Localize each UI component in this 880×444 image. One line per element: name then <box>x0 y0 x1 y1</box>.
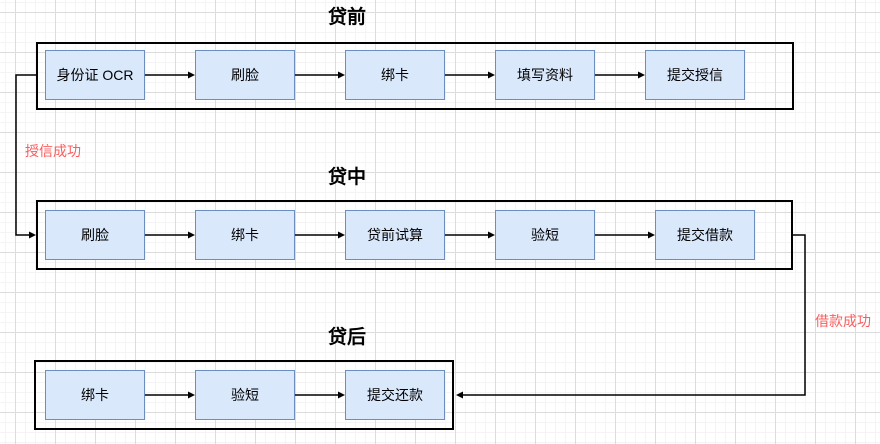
step-submit-credit[interactable]: 提交授信 <box>645 50 745 100</box>
step-loan-trial[interactable]: 贷前试算 <box>345 210 445 260</box>
step-id-ocr[interactable]: 身份证 OCR <box>45 50 145 100</box>
step-bind-card-post[interactable]: 绑卡 <box>45 370 145 420</box>
edge-label-loan-success[interactable]: 借款成功 <box>815 313 871 329</box>
step-face-scan-mid[interactable]: 刷脸 <box>45 210 145 260</box>
step-bind-card-mid[interactable]: 绑卡 <box>195 210 295 260</box>
step-sms-verify-mid[interactable]: 验短 <box>495 210 595 260</box>
step-submit-loan[interactable]: 提交借款 <box>655 210 755 260</box>
container-post-loan[interactable] <box>34 360 454 430</box>
edge-label-credit-success[interactable]: 授信成功 <box>25 143 81 159</box>
step-sms-verify-post[interactable]: 验短 <box>195 370 295 420</box>
section-title-mid-loan[interactable]: 贷中 <box>328 167 367 188</box>
section-title-pre-loan[interactable]: 贷前 <box>328 7 367 28</box>
step-submit-repay[interactable]: 提交还款 <box>345 370 445 420</box>
step-bind-card-pre[interactable]: 绑卡 <box>345 50 445 100</box>
section-title-post-loan[interactable]: 贷后 <box>328 327 367 348</box>
step-fill-info[interactable]: 填写资料 <box>495 50 595 100</box>
step-face-scan-pre[interactable]: 刷脸 <box>195 50 295 100</box>
container-mid-loan[interactable] <box>36 200 793 270</box>
container-pre-loan[interactable] <box>36 42 794 110</box>
